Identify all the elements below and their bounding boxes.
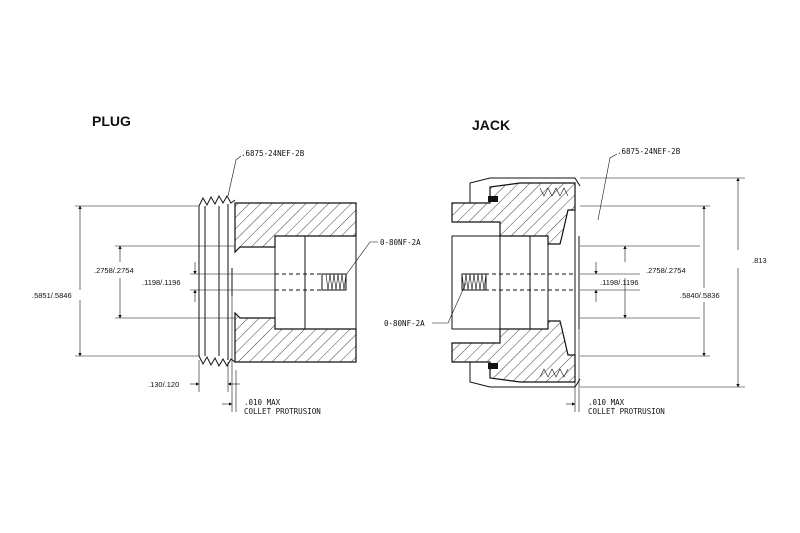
plug-screw-label: 0-80NF-2A [380,238,421,247]
jack-thread-label: .6875-24NEF-2B [617,147,681,156]
plug-title: PLUG [92,113,131,129]
jack-dim-outer: .5840/.5836 [680,291,720,300]
plug-dimension-lines [75,155,378,412]
plug-dim-outer: .5851/.5846 [32,291,72,300]
jack-body [451,177,581,388]
plug-view: PLUG [32,113,421,416]
plug-protrusion-line1: .010 MAX [244,398,281,407]
jack-protrusion-line1: .010 MAX [588,398,625,407]
jack-dim-inner: .1198/.1196 [600,278,639,287]
plug-protrusion-line2: COLLET PROTRUSION [244,407,321,416]
jack-title: JACK [472,117,510,133]
plug-thread-label: .6875-24NEF-2B [241,149,305,158]
plug-coupling-thread [198,194,236,368]
jack-dim-mid: .2758/.2754 [646,266,686,275]
plug-body [234,202,357,363]
jack-screw-label: 0-80NF-2A [384,319,425,328]
plug-dim-inner: .1198/.1196 [142,278,181,287]
jack-dimension-lines [432,153,745,412]
plug-dim-mid: .2758/.2754 [94,266,134,275]
jack-view: JACK [384,117,767,416]
jack-protrusion-line2: COLLET PROTRUSION [588,407,665,416]
jack-dim-overall: .813 [752,256,767,265]
plug-dim-flange: .130/.120 [148,380,179,389]
